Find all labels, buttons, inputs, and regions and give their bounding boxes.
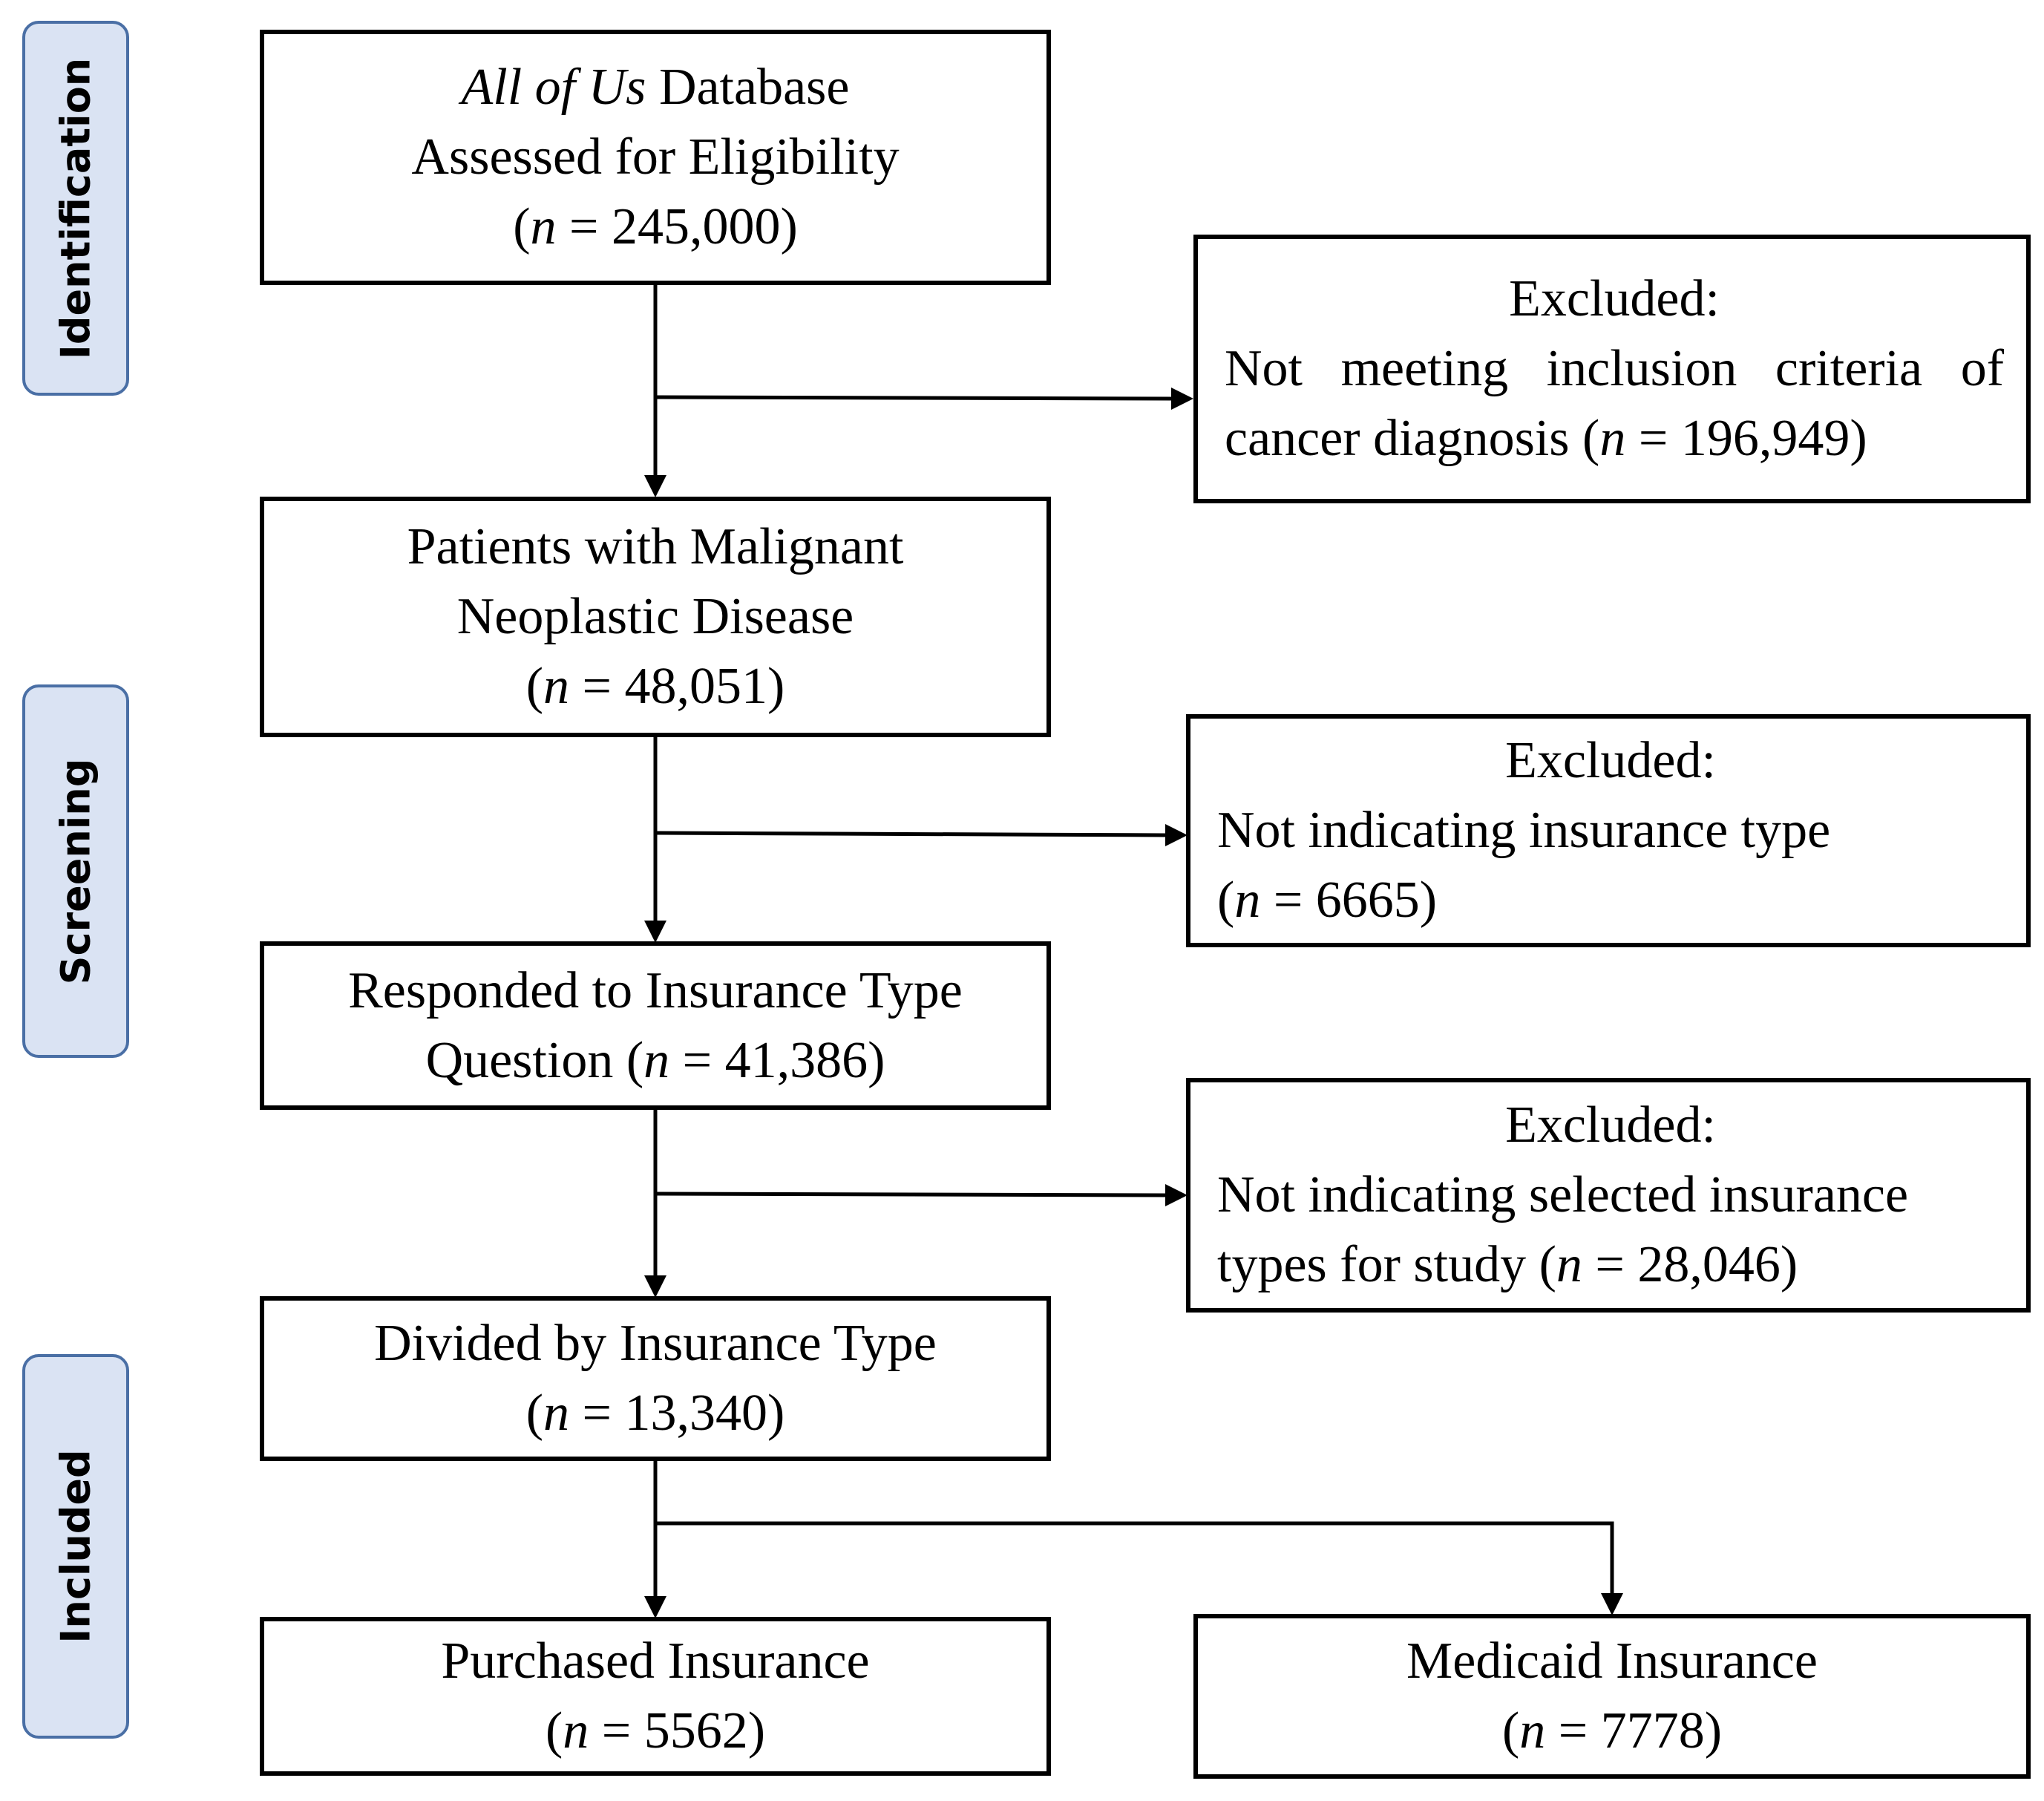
box-excluded-1-head: Excluded: [1509,270,1720,327]
box-responded: Responded to Insurance Type Question (n … [260,941,1051,1110]
box-excluded-2-line2: (n = 6665) [1217,872,1438,929]
arrow-to-excl3 [655,1192,1167,1197]
box-excluded-1-line2: cancer diagnosis (n = 196,949) [1225,410,1867,467]
arrowhead-medicaid [1601,1593,1623,1615]
arrow-to-excl1 [655,395,1173,401]
box-database-line2: Assessed for Eligibility [411,128,900,186]
box-excluded-1-line1: Not meeting inclusion criteria of [1225,340,2004,397]
box-excluded-2-line1: Not indicating insurance type [1217,802,1831,859]
box-excluded-1: Excluded: Not meeting inclusion criteria… [1193,235,2031,503]
box-database-count: (n = 245,000) [513,198,798,255]
box-malignant-count: (n = 48,051) [525,658,785,715]
box-excluded-2: Excluded: Not indicating insurance type … [1186,714,2031,947]
arrowhead-excl1 [1171,388,1193,410]
box-divided-count: (n = 13,340) [525,1385,785,1442]
arrowhead-responded [644,921,666,943]
box-database-line1: All of Us Database [461,59,850,116]
box-excluded-3-line1: Not indicating selected insurance [1217,1166,1909,1223]
box-excluded-3: Excluded: Not indicating selected insura… [1186,1078,2031,1313]
arrowhead-divided [644,1275,666,1298]
arrowhead-excl2 [1165,824,1188,846]
arrowhead-purchased [644,1596,666,1618]
box-database: All of Us Database Assessed for Eligibil… [260,30,1051,285]
box-responded-line1: Responded to Insurance Type [348,961,963,1019]
stage-screening: Screening [22,684,129,1058]
box-medicaid: Medicaid Insurance (n = 7778) [1193,1614,2031,1779]
box-excluded-3-head: Excluded: [1505,1096,1716,1154]
box-divided: Divided by Insurance Type (n = 13,340) [260,1296,1051,1461]
box-medicaid-count: (n = 7778) [1501,1702,1723,1759]
box-malignant: Patients with Malignant Neoplastic Disea… [260,497,1051,737]
box-medicaid-line1: Medicaid Insurance [1406,1632,1818,1690]
box-purchased-count: (n = 5562) [545,1702,766,1759]
box-malignant-line2: Neoplastic Disease [456,588,854,645]
stage-identification: Identification [22,21,129,396]
box-purchased-line1: Purchased Insurance [441,1632,870,1690]
arrow-to-excl2 [655,831,1167,837]
box-excluded-2-head: Excluded: [1505,732,1716,789]
box-divided-line1: Divided by Insurance Type [374,1315,937,1372]
box-excluded-3-line2: types for study (n = 28,046) [1217,1236,1798,1293]
arrowhead-malignant [644,475,666,497]
box-malignant-line1: Patients with Malignant [407,518,904,575]
box-responded-line2: Question (n = 41,386) [425,1031,885,1089]
stage-included: Included [22,1354,129,1739]
arrowhead-excl3 [1165,1184,1188,1206]
box-purchased: Purchased Insurance (n = 5562) [260,1617,1051,1776]
arrow-divided-to-medicaid [655,1521,1614,1595]
